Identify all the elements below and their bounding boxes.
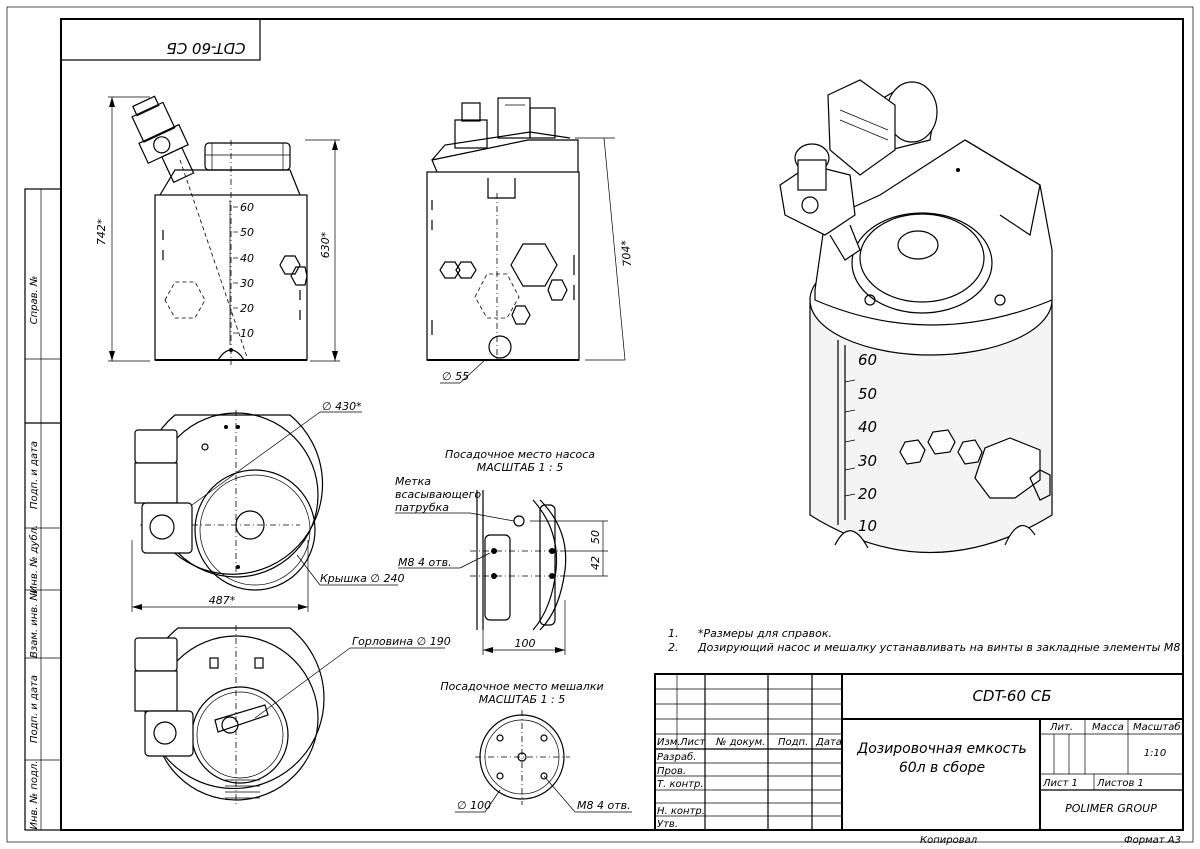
scale-60: 60 <box>240 201 254 214</box>
note-1-text: *Размеры для справок. <box>698 627 832 640</box>
neck-label: Горловина ∅ 190 <box>352 635 451 648</box>
dim-742: 742* <box>95 218 108 245</box>
product-name-1: Дозировочная емкость <box>856 741 1027 757</box>
dim-704: 704* <box>619 239 634 267</box>
stamp-vzam-inv: Взам. инв. № <box>29 590 40 658</box>
scale-label: Масштаб <box>1133 721 1181 733</box>
iso-scale-40: 40 <box>858 418 877 436</box>
isometric-view: 60 50 40 30 20 10 <box>779 79 1053 553</box>
scale-value: 1:10 <box>1144 748 1166 759</box>
col-list: Лист <box>679 737 707 748</box>
note-1-num: 1. <box>668 627 679 640</box>
note-2-num: 2. <box>668 641 679 654</box>
lid-label: Крышка ∅ 240 <box>320 572 405 585</box>
front-view: 60 50 40 30 20 10 742* 630* <box>95 95 340 365</box>
mixer-seat-title: Посадочное место мешалки <box>440 680 603 693</box>
notes: 1. *Размеры для справок. 2. Дозирующий н… <box>668 627 1180 654</box>
product-name-2: 60л в сборе <box>899 760 985 776</box>
col-podp: Подп. <box>778 737 808 748</box>
dim-42: 42 <box>589 556 602 570</box>
mixer-seat-detail: Посадочное место мешалки МАСШТАБ 1 : 5 ∅… <box>440 680 632 813</box>
mixer-holes: М8 4 отв. <box>577 799 631 812</box>
stamp-inv-podl: Инв. № подл. <box>29 761 40 830</box>
top-view-lid: ∅ 430* Крышка ∅ 240 487* <box>131 400 405 612</box>
pump-seat-scale: МАСШТАБ 1 : 5 <box>477 461 563 474</box>
iso-scale-30: 30 <box>858 452 877 470</box>
stamp-podp-2: Подп. и дата <box>29 675 40 743</box>
format-label: Формат А3 <box>1124 835 1181 846</box>
code-box: CDT-60 СБ <box>60 18 261 61</box>
dim-100: 100 <box>515 637 536 650</box>
stamp-sprav: Справ. № <box>29 276 40 325</box>
pump-holes: М8 4 отв. <box>398 556 452 569</box>
col-izm: Изм. <box>657 737 681 748</box>
top-view-neck: Горловина ∅ 190 <box>134 625 451 805</box>
side-stamp-column: Справ. № Подп. и дата Инв. № дубл. Взам.… <box>24 188 62 831</box>
dim-630: 630* <box>319 231 332 258</box>
scale-10: 10 <box>240 327 254 340</box>
mixer-diameter: ∅ 100 <box>457 799 491 812</box>
col-dokum: № докум. <box>715 737 765 748</box>
iso-scale-50: 50 <box>858 385 877 403</box>
dim-55: ∅ 55 <box>442 370 469 383</box>
stamp-inv-dubl: Инв. № дубл. <box>28 525 40 593</box>
lit-label: Лит. <box>1049 722 1073 733</box>
scale-30: 30 <box>240 277 254 290</box>
col-data: Дата <box>815 737 842 748</box>
dim-487: 487* <box>209 594 236 607</box>
row-razrab: Разраб. <box>657 751 696 763</box>
iso-scale-60: 60 <box>858 351 877 369</box>
pump-seat-detail: Посадочное место насоса МАСШТАБ 1 : 5 Ме… <box>395 448 608 655</box>
row-utv: Утв. <box>657 819 678 830</box>
note-2-text: Дозирующий насос и мешалку устанавливать… <box>697 641 1180 654</box>
stamp-podp-1: Подп. и дата <box>29 441 40 509</box>
suction-line-2: всасывающего <box>395 488 481 501</box>
dim-430: ∅ 430* <box>322 400 362 413</box>
side-view: ∅ 55 704* <box>426 97 634 384</box>
dim-50: 50 <box>589 530 602 544</box>
outer-border <box>6 6 1194 843</box>
iso-scale-20: 20 <box>858 485 877 503</box>
sheets-label: Листов 1 <box>1096 778 1144 789</box>
scale-20: 20 <box>240 302 254 315</box>
code-mirrored: CDT-60 СБ <box>166 39 245 57</box>
scale-50: 50 <box>240 226 254 239</box>
company-name: POLIMER GROUP <box>1065 802 1157 815</box>
row-prov: Пров. <box>657 766 686 777</box>
level-scale: 60 50 40 30 20 10 <box>229 200 254 345</box>
title-block: Изм. Лист № докум. Подп. Дата Разраб. Пр… <box>654 673 1184 846</box>
iso-level-scale: 60 50 40 30 20 10 <box>837 340 877 535</box>
pump-seat-title: Посадочное место насоса <box>445 448 595 461</box>
sheet-label: Лист 1 <box>1042 778 1078 789</box>
suction-line-1: Метка <box>395 475 431 488</box>
pump-motor <box>779 79 938 261</box>
row-nkontr: Н. контр. <box>657 806 705 817</box>
mass-label: Масса <box>1092 722 1124 733</box>
iso-scale-10: 10 <box>858 517 877 535</box>
row-tkontr: Т. контр. <box>657 779 704 790</box>
designation: CDT-60 СБ <box>972 687 1051 705</box>
mixer-seat-scale: МАСШТАБ 1 : 5 <box>479 693 565 706</box>
copied-label: Копировал <box>920 835 978 846</box>
scale-40: 40 <box>240 252 254 265</box>
suction-line-3: патрубка <box>395 501 449 514</box>
